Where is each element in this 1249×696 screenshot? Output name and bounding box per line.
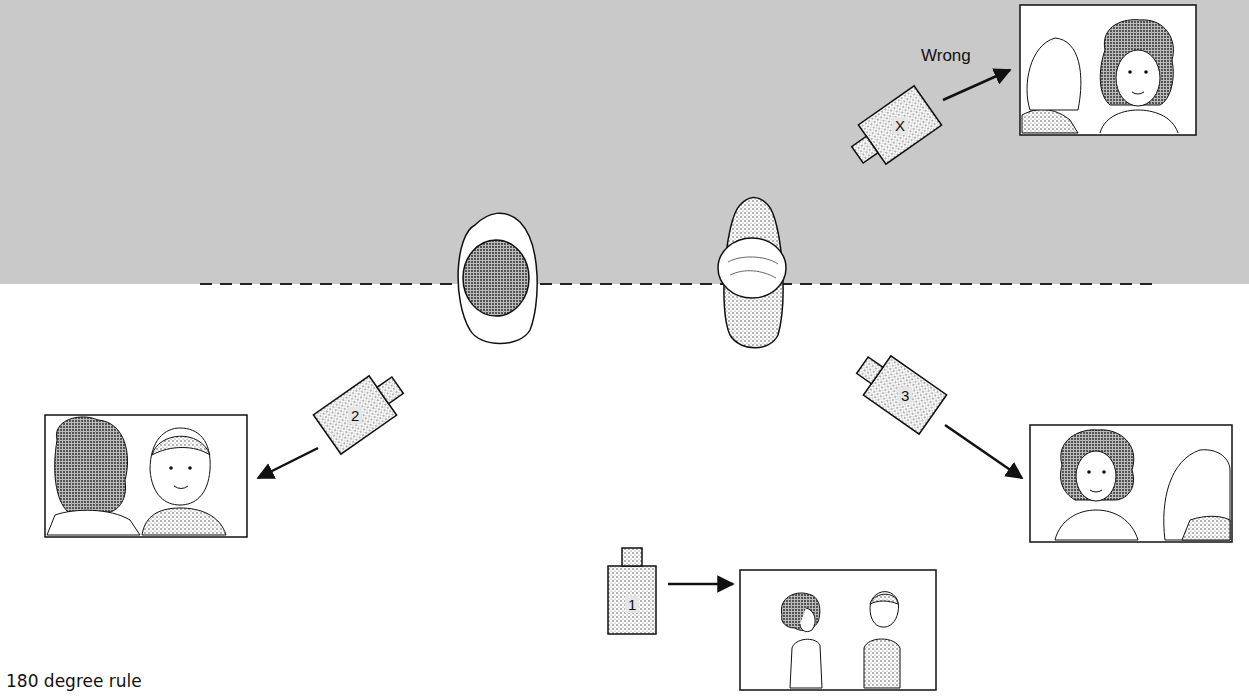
warning-label: Wrong bbox=[921, 47, 971, 64]
dark-haired-person bbox=[458, 213, 537, 343]
camera-2 bbox=[313, 366, 411, 455]
blonde-person bbox=[718, 197, 786, 347]
camera-1 bbox=[608, 548, 656, 634]
caption: 180 degree rule bbox=[6, 673, 142, 690]
frame-2 bbox=[45, 415, 247, 537]
camera-3 bbox=[849, 346, 947, 435]
callout-number: X bbox=[892, 117, 908, 134]
axis-line bbox=[200, 283, 1152, 285]
frame-3 bbox=[1030, 425, 1232, 542]
view-arrow bbox=[945, 425, 1022, 478]
callout-number: 1 bbox=[625, 596, 639, 613]
view-arrow bbox=[943, 70, 1010, 100]
camera-x bbox=[844, 86, 942, 175]
view-arrow bbox=[668, 583, 733, 586]
view-arrow bbox=[258, 448, 318, 478]
grey-region bbox=[0, 0, 1249, 284]
callout-number: 3 bbox=[898, 387, 912, 404]
frame-1 bbox=[740, 570, 936, 690]
frame-x bbox=[1020, 5, 1196, 135]
callout-number: 2 bbox=[348, 407, 362, 424]
